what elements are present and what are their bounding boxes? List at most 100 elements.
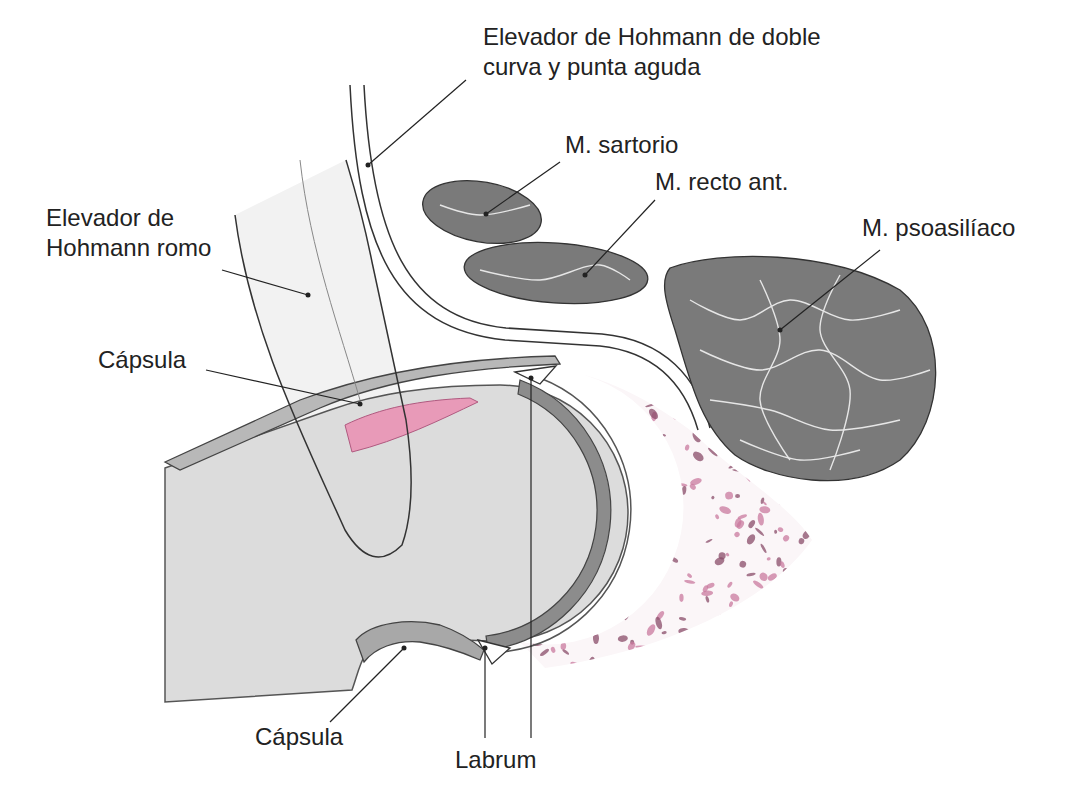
part-label: Cápsula: [98, 345, 238, 375]
bone-spot: [759, 506, 771, 514]
bone-spot: [789, 594, 794, 602]
bone-spot: [766, 557, 770, 561]
bone-spot: [574, 367, 584, 378]
bone-spot: [768, 635, 772, 642]
bone-spot: [658, 523, 667, 533]
muscle-fibres: [440, 205, 930, 470]
bone-spot: [691, 450, 705, 463]
acetabulum-rim: [500, 378, 631, 652]
bone-spot: [803, 631, 809, 636]
part-label: M. sartorio: [565, 130, 765, 160]
bone-spot: [701, 590, 713, 597]
bone-spot: [627, 641, 637, 652]
bone-spot: [724, 650, 731, 653]
bone-spot: [698, 658, 711, 671]
bone-spot: [654, 616, 663, 630]
bone-spot: [597, 363, 609, 375]
bone-spot: [718, 505, 732, 516]
bone-spot: [802, 579, 806, 584]
bone-spot: [728, 601, 733, 608]
bone-spot: [760, 610, 772, 623]
bone-spot: [752, 579, 764, 590]
iliopsoas-muscle: [665, 256, 936, 480]
bone-spot: [689, 483, 697, 491]
lower-capsule: [356, 622, 484, 662]
leader-line: [585, 200, 655, 275]
bone-spot: [781, 588, 787, 594]
bone-spot: [629, 459, 633, 466]
bone-spot: [617, 635, 628, 643]
leader-line: [330, 648, 404, 722]
part-label: Elevador de Hohmann romo: [46, 203, 216, 263]
leader-dot: [483, 646, 488, 651]
bone-spot: [725, 552, 730, 557]
muscle-fibre: [690, 300, 900, 320]
part-label: Cápsula: [255, 722, 395, 752]
rectus-muscle: [462, 237, 650, 310]
bone-spot: [798, 538, 805, 545]
muscle-fibre: [740, 440, 860, 460]
muscle-fibre: [760, 280, 790, 460]
bone-spot: [752, 623, 757, 628]
leader-line: [486, 162, 560, 214]
bone-spot: [799, 577, 804, 582]
bone-spot: [778, 625, 793, 639]
upper-capsule: [165, 356, 560, 470]
muscle-fibre: [480, 265, 630, 280]
bone-spot: [792, 575, 803, 583]
part-label: Elevador de Hohmann de doble curva y pun…: [483, 22, 843, 82]
bone-spot: [614, 592, 624, 604]
bone-spot: [633, 366, 645, 377]
bone-spot: [758, 571, 769, 583]
bone-spot: [718, 613, 725, 618]
muscle-fibre: [700, 350, 930, 380]
bone-spot: [584, 367, 590, 372]
bone-spot: [662, 434, 666, 437]
bone-spot: [766, 478, 775, 491]
bone-spot: [593, 632, 599, 644]
bone-spot: [667, 530, 676, 538]
bone-spot: [623, 612, 630, 621]
bone-spot: [728, 663, 736, 675]
bone-spot: [741, 603, 751, 614]
bone-spot: [574, 394, 589, 408]
bone-spot: [640, 668, 646, 673]
bone-spot: [632, 428, 638, 434]
bone-spot: [642, 450, 654, 463]
bone-spot: [771, 486, 781, 496]
bone-spot: [550, 646, 556, 653]
articular-cartilage: [486, 380, 611, 650]
bone-spot: [743, 472, 751, 482]
bone-spot: [734, 517, 743, 528]
bone-spot: [560, 642, 566, 650]
bone-spot: [781, 566, 793, 578]
bone-spot: [705, 538, 713, 543]
bone-spot: [774, 605, 786, 616]
bone-spot: [684, 444, 690, 451]
leader-dot: [484, 212, 489, 217]
bone-spot: [627, 579, 632, 584]
bone-spot: [725, 491, 734, 500]
bone-spot: [653, 455, 661, 463]
leader-dot: [529, 376, 534, 381]
bone-spot: [778, 499, 784, 506]
bone-spot: [569, 660, 582, 670]
leader-line: [206, 370, 360, 404]
leader-dot: [366, 163, 371, 168]
bone-spot: [626, 465, 638, 474]
bone-spot: [774, 529, 778, 533]
bone-spot: [727, 630, 733, 635]
bone-spot: [630, 569, 641, 580]
bone-spot: [661, 631, 667, 635]
bone-spot: [604, 386, 610, 392]
bone-spot: [679, 399, 685, 408]
bone-spot: [635, 645, 646, 647]
bone-spot: [707, 447, 718, 457]
bone-spot: [647, 407, 660, 421]
bone-spot: [785, 589, 789, 595]
bone-spot: [729, 592, 741, 603]
leader-line: [368, 80, 466, 165]
bone-spot: [744, 616, 750, 623]
leader-dot: [583, 273, 588, 278]
bone-spot: [663, 529, 674, 538]
